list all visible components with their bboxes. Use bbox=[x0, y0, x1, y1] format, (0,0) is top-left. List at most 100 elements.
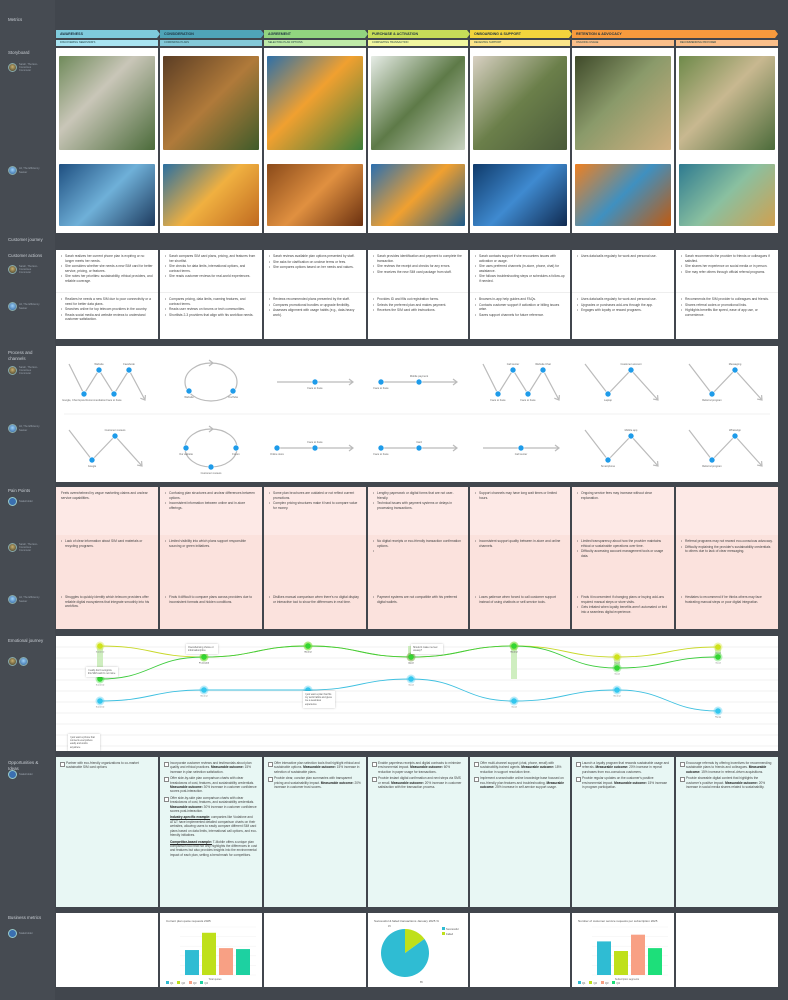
sarah-storyboard-image[interactable] bbox=[163, 56, 259, 150]
channel-node-icon[interactable] bbox=[731, 366, 739, 374]
emotion-note[interactable]: I just want a plan that fits my work hab… bbox=[303, 691, 335, 708]
persona-ali[interactable]: Ali, The Efficiency Seeker bbox=[8, 166, 41, 175]
channel-node-icon[interactable] bbox=[80, 390, 88, 398]
emotion-note[interactable]: I really don't recognize this SIM card i… bbox=[86, 667, 118, 678]
opportunity-item[interactable]: Provide instant digital confirmation and… bbox=[372, 776, 464, 789]
emotion-note[interactable]: Overwhelming choice or information/price bbox=[186, 644, 218, 655]
persona-sarah[interactable]: Sarah, The Eco-Conscious Commuter bbox=[8, 63, 41, 72]
channel-node-icon[interactable] bbox=[524, 390, 532, 398]
subphase-ongoing-usage[interactable]: Ongoing Usage bbox=[572, 40, 674, 46]
opportunity-item[interactable]: Provide shareable digital content that h… bbox=[680, 776, 774, 789]
subphase-receiving-support[interactable]: Receiving Support bbox=[470, 40, 570, 46]
emotion-face-icon[interactable]: Happy bbox=[713, 706, 723, 719]
emotion-note[interactable]: I just want a phone that connects everyw… bbox=[68, 734, 100, 751]
channel-node-icon[interactable] bbox=[509, 366, 517, 374]
channel-node-icon[interactable] bbox=[627, 432, 635, 440]
persona-sarah[interactable]: Sarah, The Eco-Conscious Commuter bbox=[8, 366, 41, 375]
persona-role[interactable]: Stakeholder bbox=[8, 497, 41, 506]
channel-node-icon[interactable] bbox=[415, 444, 423, 452]
sarah-storyboard-image[interactable] bbox=[371, 56, 465, 150]
opportunity-item[interactable]: Provide clear, concise plan summaries wi… bbox=[268, 776, 362, 789]
channel-node-icon[interactable] bbox=[604, 456, 612, 464]
emotion-face-icon[interactable]: Good bbox=[713, 642, 723, 655]
channel-node-icon[interactable] bbox=[539, 366, 547, 374]
channel-node-icon[interactable] bbox=[232, 444, 240, 452]
persona-ali[interactable]: Ali, The Efficiency Seeker bbox=[8, 595, 41, 604]
subphase-selecting-plan-options[interactable]: Selecting Plan Options bbox=[264, 40, 366, 46]
channel-node-icon[interactable] bbox=[273, 444, 281, 452]
subphase-completing-transaction[interactable]: Completing Transaction bbox=[368, 40, 468, 46]
ali-storyboard-image[interactable] bbox=[371, 164, 465, 226]
sarah-storyboard-image[interactable] bbox=[575, 56, 671, 150]
channel-node-icon[interactable] bbox=[377, 378, 385, 386]
sarah-storyboard-image[interactable] bbox=[679, 56, 775, 150]
channel-node-icon[interactable] bbox=[494, 390, 502, 398]
opportunity-item[interactable]: Launch a loyalty program that rewards su… bbox=[576, 761, 670, 774]
phase-onboarding-support[interactable]: Onboarding & Support bbox=[470, 30, 572, 38]
persona-ali[interactable]: Ali, The Efficiency Seeker bbox=[8, 302, 41, 311]
opportunity-item[interactable]: Offer multi-channel support (chat, phone… bbox=[474, 761, 566, 774]
phase-awareness[interactable]: Awareness bbox=[56, 30, 160, 38]
ali-storyboard-image[interactable] bbox=[473, 164, 567, 226]
channel-node-icon[interactable] bbox=[415, 378, 423, 386]
ali-storyboard-image[interactable] bbox=[679, 164, 775, 226]
phase-consideration[interactable]: Consideration bbox=[160, 30, 264, 38]
emotion-face-icon[interactable]: Satisfied bbox=[95, 641, 105, 654]
emotion-face-icon[interactable]: Good bbox=[612, 652, 622, 665]
emotion-face-icon[interactable]: Good bbox=[406, 674, 416, 687]
ali-storyboard-image[interactable] bbox=[267, 164, 363, 226]
channel-node-icon[interactable] bbox=[731, 432, 739, 440]
emotion-face-icon[interactable]: Good bbox=[713, 652, 723, 665]
phase-agreement[interactable]: Agreement bbox=[264, 30, 368, 38]
phase-retention-advocacy[interactable]: Retention & Advocacy bbox=[572, 30, 778, 38]
channel-node-icon[interactable] bbox=[627, 366, 635, 374]
phase-purchase-activation[interactable]: Purchase & Activation bbox=[368, 30, 470, 38]
channel-node-icon[interactable] bbox=[182, 444, 190, 452]
emotion-face-icon[interactable]: Neutral bbox=[303, 641, 313, 654]
channel-node-icon[interactable] bbox=[377, 444, 385, 452]
channel-node-icon[interactable] bbox=[311, 444, 319, 452]
opportunity-item[interactable]: Implement a searchable online knowledge … bbox=[474, 776, 566, 789]
channel-node-icon[interactable] bbox=[207, 463, 215, 471]
persona-role[interactable]: Stakeholder bbox=[8, 929, 41, 938]
opportunity-item[interactable]: Offer side-by-side plan comparison chart… bbox=[164, 776, 258, 794]
channel-node-icon[interactable] bbox=[185, 387, 193, 395]
emotion-face-icon[interactable]: Neutral bbox=[612, 685, 622, 698]
channel-node-icon[interactable] bbox=[88, 456, 96, 464]
persona-sarah[interactable]: Sarah, The Eco-Conscious Commuter bbox=[8, 543, 41, 552]
emotion-face-icon[interactable]: Upset bbox=[406, 652, 416, 665]
channel-node-icon[interactable] bbox=[311, 378, 319, 386]
channel-node-icon[interactable] bbox=[229, 387, 237, 395]
channel-node-icon[interactable] bbox=[604, 390, 612, 398]
ali-storyboard-image[interactable] bbox=[59, 164, 155, 226]
channel-node-icon[interactable] bbox=[708, 456, 716, 464]
persona-sarah[interactable]: Sarah, The Eco-Conscious Commuter bbox=[8, 265, 41, 274]
persona-ali[interactable]: Ali, The Efficiency Seeker bbox=[8, 424, 41, 433]
channel-node-icon[interactable] bbox=[111, 432, 119, 440]
emotion-face-icon[interactable]: Satisfied bbox=[95, 696, 105, 709]
opportunity-item[interactable]: Provide regular updates on the customer'… bbox=[576, 776, 670, 789]
subphase-discovering-needs-sim-s[interactable]: Discovering Needs/SIM's bbox=[56, 40, 158, 46]
emotion-face-icon[interactable]: Good bbox=[509, 696, 519, 709]
opportunity-item[interactable]: Offer side-by-side plan comparison chart… bbox=[164, 796, 258, 814]
channel-node-icon[interactable] bbox=[95, 366, 103, 374]
opportunity-item[interactable]: Enable paperless receipts and digital co… bbox=[372, 761, 464, 774]
channel-node-icon[interactable] bbox=[708, 390, 716, 398]
opportunity-item[interactable]: Partner with eco-friendly organizations … bbox=[60, 761, 154, 770]
emotion-face-icon[interactable]: Neutral bbox=[199, 685, 209, 698]
persona-role[interactable]: Stakeholder bbox=[8, 770, 41, 779]
opportunity-item[interactable]: Offer interactive plan selection tools t… bbox=[268, 761, 362, 774]
channel-node-icon[interactable] bbox=[517, 444, 525, 452]
emotion-face-icon[interactable]: Neutral bbox=[509, 641, 519, 654]
subphase-comparing-plans[interactable]: Comparing Plans bbox=[160, 40, 262, 46]
ali-storyboard-image[interactable] bbox=[163, 164, 259, 226]
opportunity-item[interactable]: Encourage referrals by offering incentiv… bbox=[680, 761, 774, 774]
sarah-storyboard-image[interactable] bbox=[267, 56, 363, 150]
opportunity-item[interactable]: Incorporate customer reviews and testimo… bbox=[164, 761, 258, 774]
emotion-face-icon[interactable]: Frustrated bbox=[199, 652, 210, 665]
sarah-storyboard-image[interactable] bbox=[59, 56, 155, 150]
emotion-face-icon[interactable]: Good bbox=[612, 663, 622, 676]
channel-node-icon[interactable] bbox=[125, 366, 133, 374]
channel-node-icon[interactable] bbox=[110, 390, 118, 398]
